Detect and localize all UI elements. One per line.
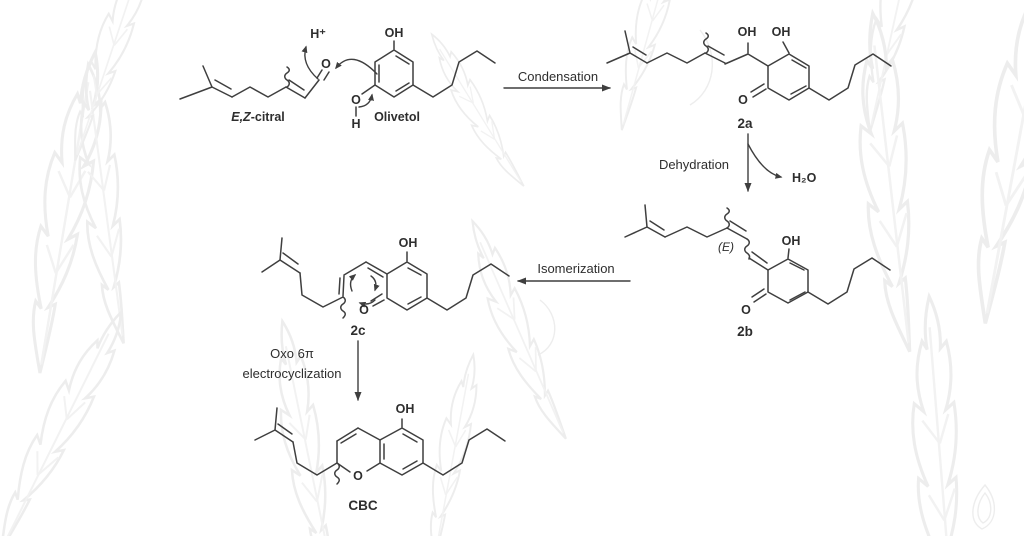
cbc-double-bonds [274,423,359,444]
cbc-aromatic-ring [379,427,424,476]
compound-2b-structure: (E) OH O 2b [624,204,891,339]
compound-2b-chain-bonds [624,204,728,238]
olivetol-aromatic-inner-bonds [378,55,410,92]
citral-carbonyl-o-label: O [321,57,331,71]
olivetol-h-label: H [351,117,360,131]
electrocyclization-label-line1: Oxo 6π [270,346,314,361]
compound-2b-e-config-label: (E) [718,240,734,254]
compound-2c-ring-inner-bonds [407,267,422,305]
citral-name-label: E,Z-citral [231,110,285,124]
compound-2c-structure: OH O 2c [261,236,510,338]
compound-2b-ring [767,258,809,304]
compound-2c-chain-bonds [261,237,367,308]
compound-2b-ring-inner-bonds [789,262,806,301]
compound-2b-double-bonds [646,220,769,271]
compound-2c-wavy-methyl-bond [340,296,346,319]
condensation-label: Condensation [518,69,598,84]
compound-2a-carbonyl-double-bond [750,83,767,98]
compound-2b-id-label: 2b [737,324,753,339]
isomerization-step: Isomerization [517,261,631,285]
olivetol-name-label: Olivetol [374,110,420,124]
compound-2b-pentyl-chain [807,257,891,305]
dehydration-label: Dehydration [659,157,729,172]
mechanism-arrow-ring-to-carbonyl [335,58,378,75]
cbc-id-label: CBC [348,498,377,513]
olivetol-oh-label: OH [385,26,404,40]
compound-2a-wavy-methyl-bond [703,32,709,54]
electrocyclization-label-line2: electrocyclization [243,366,342,381]
compound-2b-oh-bond [787,248,790,259]
compound-2a-o-label: O [738,93,748,107]
isomerization-label: Isomerization [537,261,614,276]
compound-2c-id-label: 2c [350,323,366,338]
compound-2a-ring-inner-bonds [790,59,807,95]
olivetol-structure: OH O H Olivetol [335,26,496,131]
cbc-pentyl-chain [422,428,506,476]
compound-2a-oh-right-label: OH [772,25,791,39]
olivetol-o-label: O [351,93,361,107]
electrocyclization-step: Oxo 6π electrocyclization [243,340,362,401]
compound-2b-wavy-bonds [724,207,751,260]
cbc-structure: OH O CBC [254,402,506,513]
compound-2a-double-bonds [629,45,726,64]
compound-2a-chain-bonds [606,30,790,67]
electron-arrow-2 [370,275,380,292]
cbc-aromatic-inner-bonds [383,433,418,470]
citral-proton-label: H⁺ [310,27,326,41]
cbc-wavy-methyl-bond [334,462,340,485]
electron-flow-arrows-2c [348,274,380,308]
mechanism-arrow-hydroxyl-to-ring [358,93,374,108]
condensation-step: Condensation [503,69,611,92]
compound-2a-structure: OH OH O 2a [606,25,892,131]
electron-arrow-3 [358,299,376,308]
dehydration-step: Dehydration H₂O [659,133,817,192]
compound-2b-oh-label: OH [782,234,801,248]
compound-2c-pentyl-chain [426,263,510,311]
water-label: H₂O [792,171,817,185]
compound-2c-double-bonds [279,252,388,297]
water-release-curved-arrow [747,143,783,179]
mechanism-arrow-oxygen-to-proton [301,45,319,80]
compound-2c-o-label: O [359,303,369,317]
compound-2a-pentyl-chain [808,53,892,101]
electron-arrow-1 [348,274,357,292]
olivetol-ring [374,49,414,98]
cbc-oh-label: OH [396,402,415,416]
citral-structure: O H⁺ E,Z-citral [179,27,331,124]
cbc-chain-bonds [254,407,381,476]
compound-2c-ring [386,261,428,311]
olivetol-substituent-bonds [355,40,496,117]
citral-double-bonds [211,69,330,99]
compound-2a-oh-left-label: OH [738,25,757,39]
compound-2c-oh-label: OH [399,236,418,250]
citral-wavy-methyl-bond [284,66,290,88]
citral-bonds [179,65,320,100]
compound-2b-o-label: O [741,303,751,317]
cbc-ring-o-label: O [353,469,363,483]
compound-2a-id-label: 2a [737,116,753,131]
compound-2c-carbonyl-double-bond [370,293,385,307]
compound-2b-carbonyl-double-bond [751,288,767,303]
compound-2a-ring [767,53,810,101]
